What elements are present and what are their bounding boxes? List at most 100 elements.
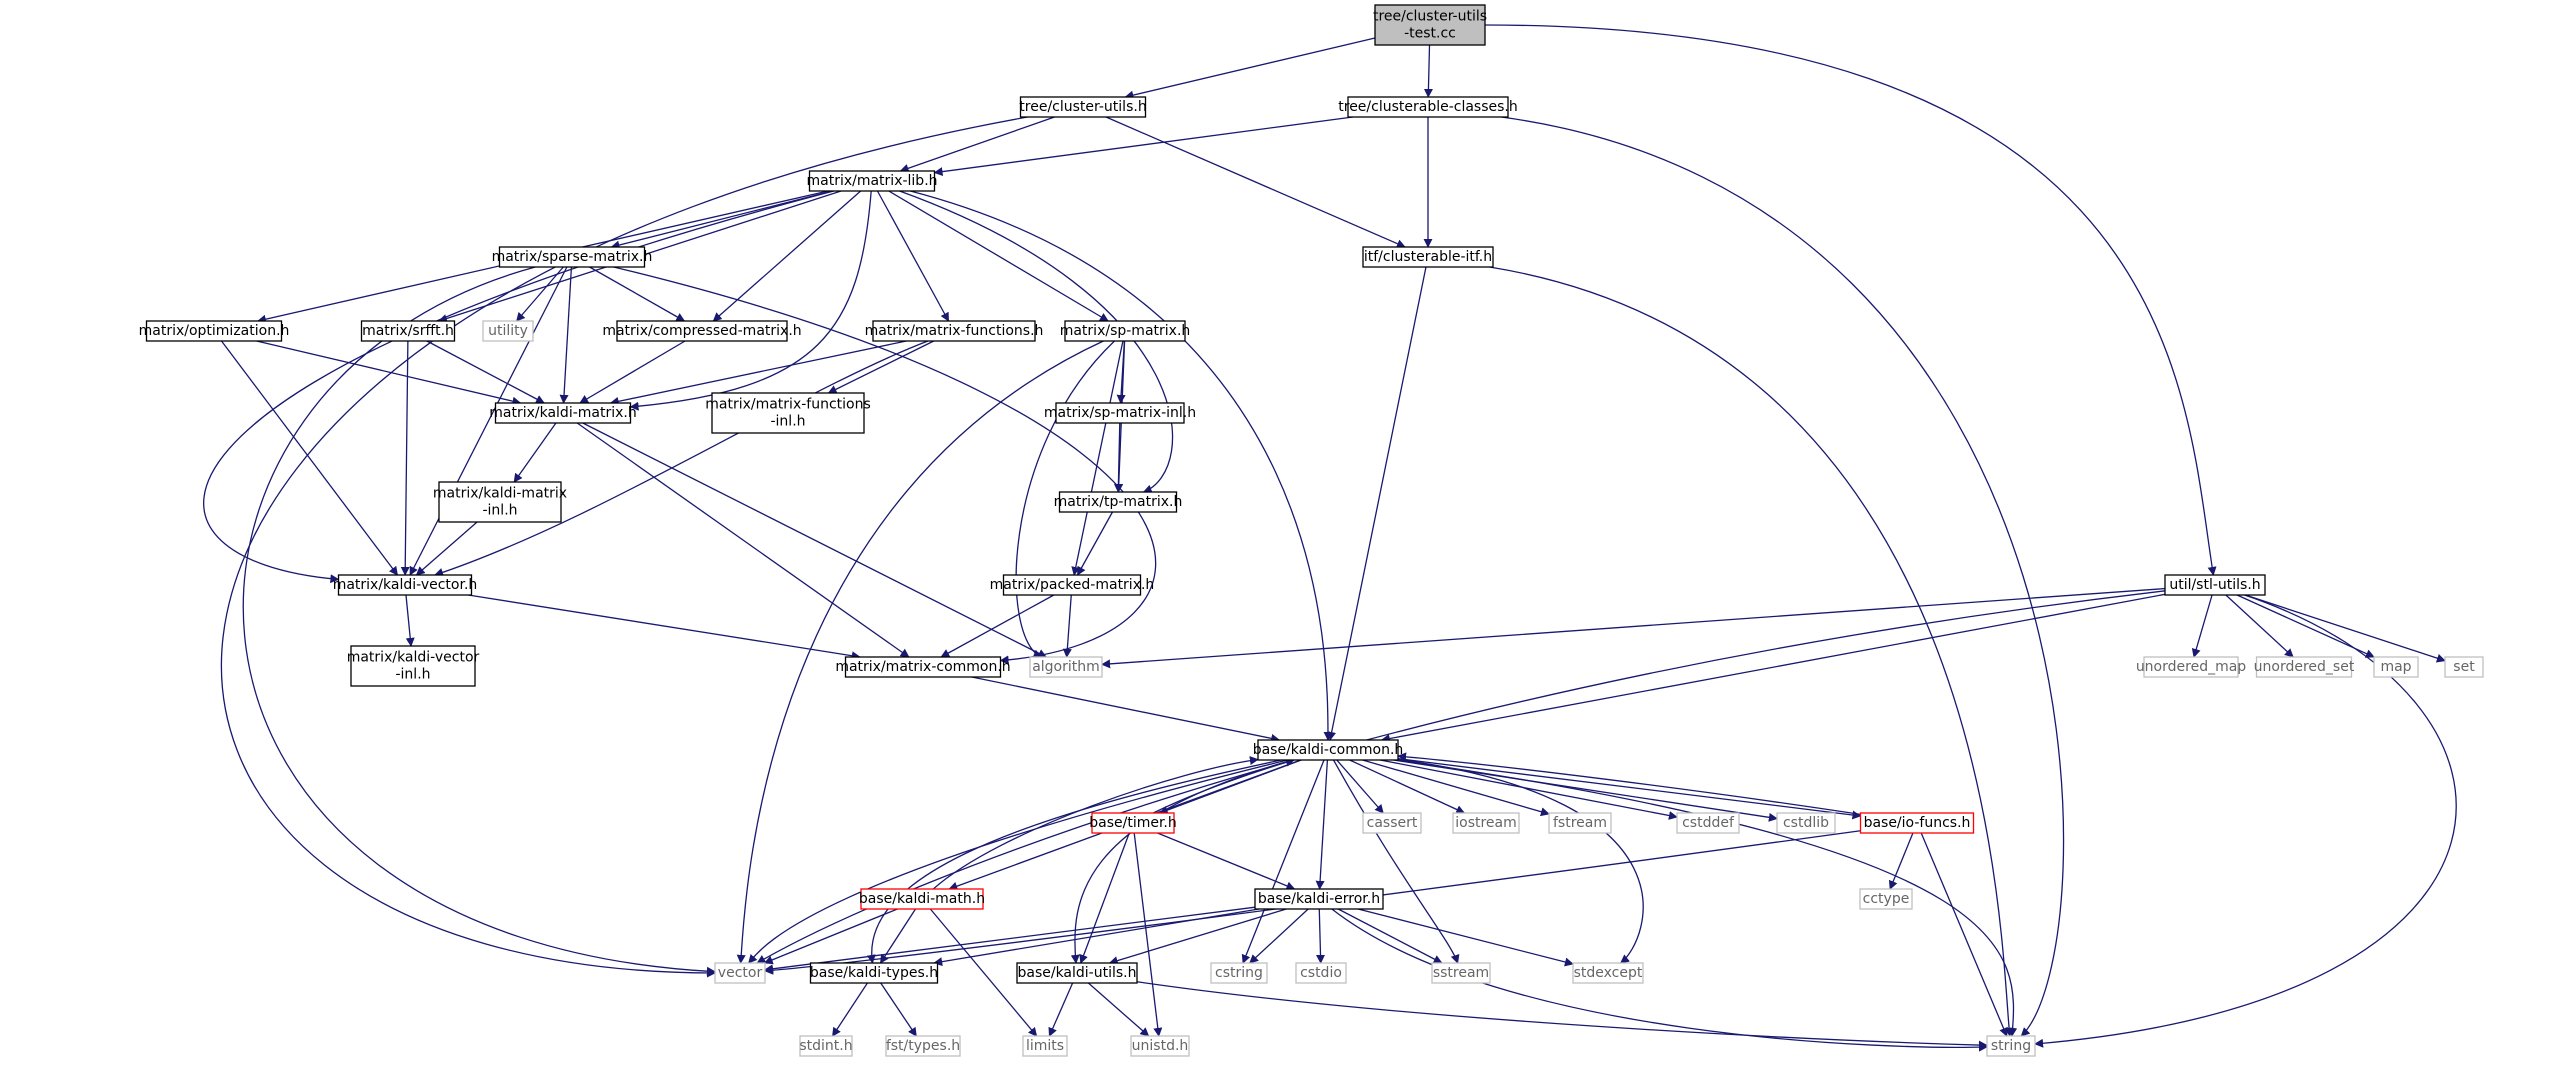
node-sstream: sstream (1431, 962, 1491, 984)
node-box (860, 888, 984, 910)
edge-mc-to-kc (971, 676, 1281, 743)
edge-ke-to-string (1331, 908, 1988, 1052)
node-mc[interactable]: matrix/matrix-common.h (835, 656, 1011, 678)
node-box (1029, 656, 1103, 678)
node-tp[interactable]: matrix/tp-matrix.h (1054, 491, 1183, 513)
node-kc[interactable]: base/kaldi-common.h (1253, 739, 1404, 761)
node-box (498, 246, 646, 268)
edge-sm-to-mc (613, 266, 1157, 665)
node-box (799, 1035, 853, 1057)
node-label: matrix/tp-matrix.h (1054, 494, 1183, 510)
edge-ml-to-sp (888, 190, 1109, 322)
node-cstdio: cstdio (1295, 962, 1347, 984)
edge-sm-to-cm (589, 266, 686, 322)
node-box (714, 962, 766, 984)
node-pm[interactable]: matrix/packed-matrix.h (990, 574, 1155, 596)
edge-opt-to-km (256, 340, 522, 406)
node-kvi[interactable]: matrix/kaldi-vector-inl.h (347, 645, 480, 687)
node-label: fstream (1553, 815, 1607, 831)
node-ml[interactable]: matrix/matrix-lib.h (806, 170, 938, 192)
node-box (1374, 4, 1486, 46)
node-box (1362, 246, 1494, 268)
node-box (1986, 1035, 2036, 1057)
node-opt[interactable]: matrix/optimization.h (139, 320, 290, 342)
node-box (1002, 574, 1142, 596)
node-km[interactable]: matrix/kaldi-matrix.h (489, 402, 637, 424)
node-label: utility (488, 323, 528, 339)
node-timer[interactable]: base/timer.h (1089, 812, 1177, 834)
edge-kc-to-cassert (1336, 759, 1384, 814)
node-mf[interactable]: matrix/matrix-functions.h (865, 320, 1044, 342)
node-box (1572, 962, 1644, 984)
node-kmath[interactable]: base/kaldi-math.h (859, 888, 985, 910)
node-label: set (2453, 659, 2475, 675)
node-label: string (1991, 1038, 2031, 1054)
node-label: matrix/matrix-functions (705, 397, 871, 413)
node-label: util/stl-utils.h (2169, 577, 2260, 593)
node-label: matrix/kaldi-matrix.h (489, 405, 636, 421)
node-ke[interactable]: base/kaldi-error.h (1254, 888, 1384, 910)
node-box (1295, 962, 1347, 984)
node-uset: unordered_set (2254, 656, 2355, 678)
edge-ml-to-sm (610, 190, 833, 250)
node-label: iostream (1455, 815, 1517, 831)
node-ku[interactable]: base/kaldi-utils.h (1016, 962, 1138, 984)
node-label: -inl.h (482, 503, 517, 519)
edge-ml-to-km (629, 190, 872, 411)
node-srfft[interactable]: matrix/srfft.h (360, 320, 456, 342)
node-box (1254, 888, 1384, 910)
node-fstream: fstream (1548, 812, 1612, 834)
edge-cc-to-ml (933, 116, 1353, 177)
node-label: sstream (1433, 965, 1489, 981)
edge-cc-to-string (1501, 116, 2065, 1037)
node-root[interactable]: tree/cluster-utils-test.cc (1373, 4, 1487, 46)
node-spi[interactable]: matrix/sp-matrix-inl.h (1044, 402, 1196, 424)
node-label: cctype (1863, 891, 1910, 907)
edge-timer-to-ke (1157, 832, 1296, 891)
edge-ku-to-unistd (1087, 982, 1150, 1037)
node-io[interactable]: base/io-funcs.h (1859, 812, 1975, 834)
node-label: tree/clusterable-classes.h (1338, 99, 1518, 115)
node-label: matrix/packed-matrix.h (990, 577, 1155, 593)
edge-stl-to-string (2034, 594, 2457, 1048)
node-label: -inl.h (395, 667, 430, 683)
edge-ke-to-kt (933, 908, 1259, 967)
edge-sp-to-pm (1071, 340, 1124, 576)
edge-km-to-algorithm (582, 422, 1048, 658)
node-string: string (1986, 1035, 2036, 1057)
edge-kc-to-vector (748, 759, 1288, 964)
node-box (1019, 96, 1147, 118)
node-box (2373, 656, 2419, 678)
node-box (438, 481, 562, 523)
node-label: base/kaldi-error.h (1258, 891, 1380, 907)
edge-kmath-to-limits (929, 908, 1038, 1037)
node-mfi[interactable]: matrix/matrix-functions-inl.h (705, 392, 871, 434)
node-cc[interactable]: tree/clusterable-classes.h (1338, 96, 1518, 118)
node-itf[interactable]: itf/clusterable-itf.h (1362, 246, 1494, 268)
edge-mf-to-km (609, 340, 907, 406)
node-box (2444, 656, 2484, 678)
node-box (616, 320, 788, 342)
node-box (1548, 812, 1612, 834)
node-label: algorithm (1032, 659, 1100, 675)
node-label: stdexcept (1574, 965, 1643, 981)
node-kmi[interactable]: matrix/kaldi-matrix-inl.h (433, 481, 567, 523)
node-cstring: cstring (1210, 962, 1268, 984)
node-sm[interactable]: matrix/sparse-matrix.h (492, 246, 653, 268)
node-box (1452, 812, 1520, 834)
node-label: base/io-funcs.h (1864, 815, 1971, 831)
edge-ke-to-ku (1108, 908, 1287, 965)
edge-root-to-stl (1484, 24, 2217, 576)
edge-sp-to-algorithm (1015, 340, 1115, 659)
node-cm[interactable]: matrix/compressed-matrix.h (602, 320, 802, 342)
edge-tp-to-pm (1076, 511, 1114, 576)
node-vector: vector (714, 962, 766, 984)
node-kt[interactable]: base/kaldi-types.h (809, 962, 939, 984)
node-cu[interactable]: tree/cluster-utils.h (1019, 96, 1147, 118)
node-kv[interactable]: matrix/kaldi-vector.h (333, 574, 478, 596)
node-box (1064, 320, 1186, 342)
node-label: limits (1026, 1038, 1064, 1054)
node-stl[interactable]: util/stl-utils.h (2164, 574, 2266, 596)
node-sp[interactable]: matrix/sp-matrix.h (1060, 320, 1191, 342)
edge-stl-to-umap (2191, 594, 2213, 658)
